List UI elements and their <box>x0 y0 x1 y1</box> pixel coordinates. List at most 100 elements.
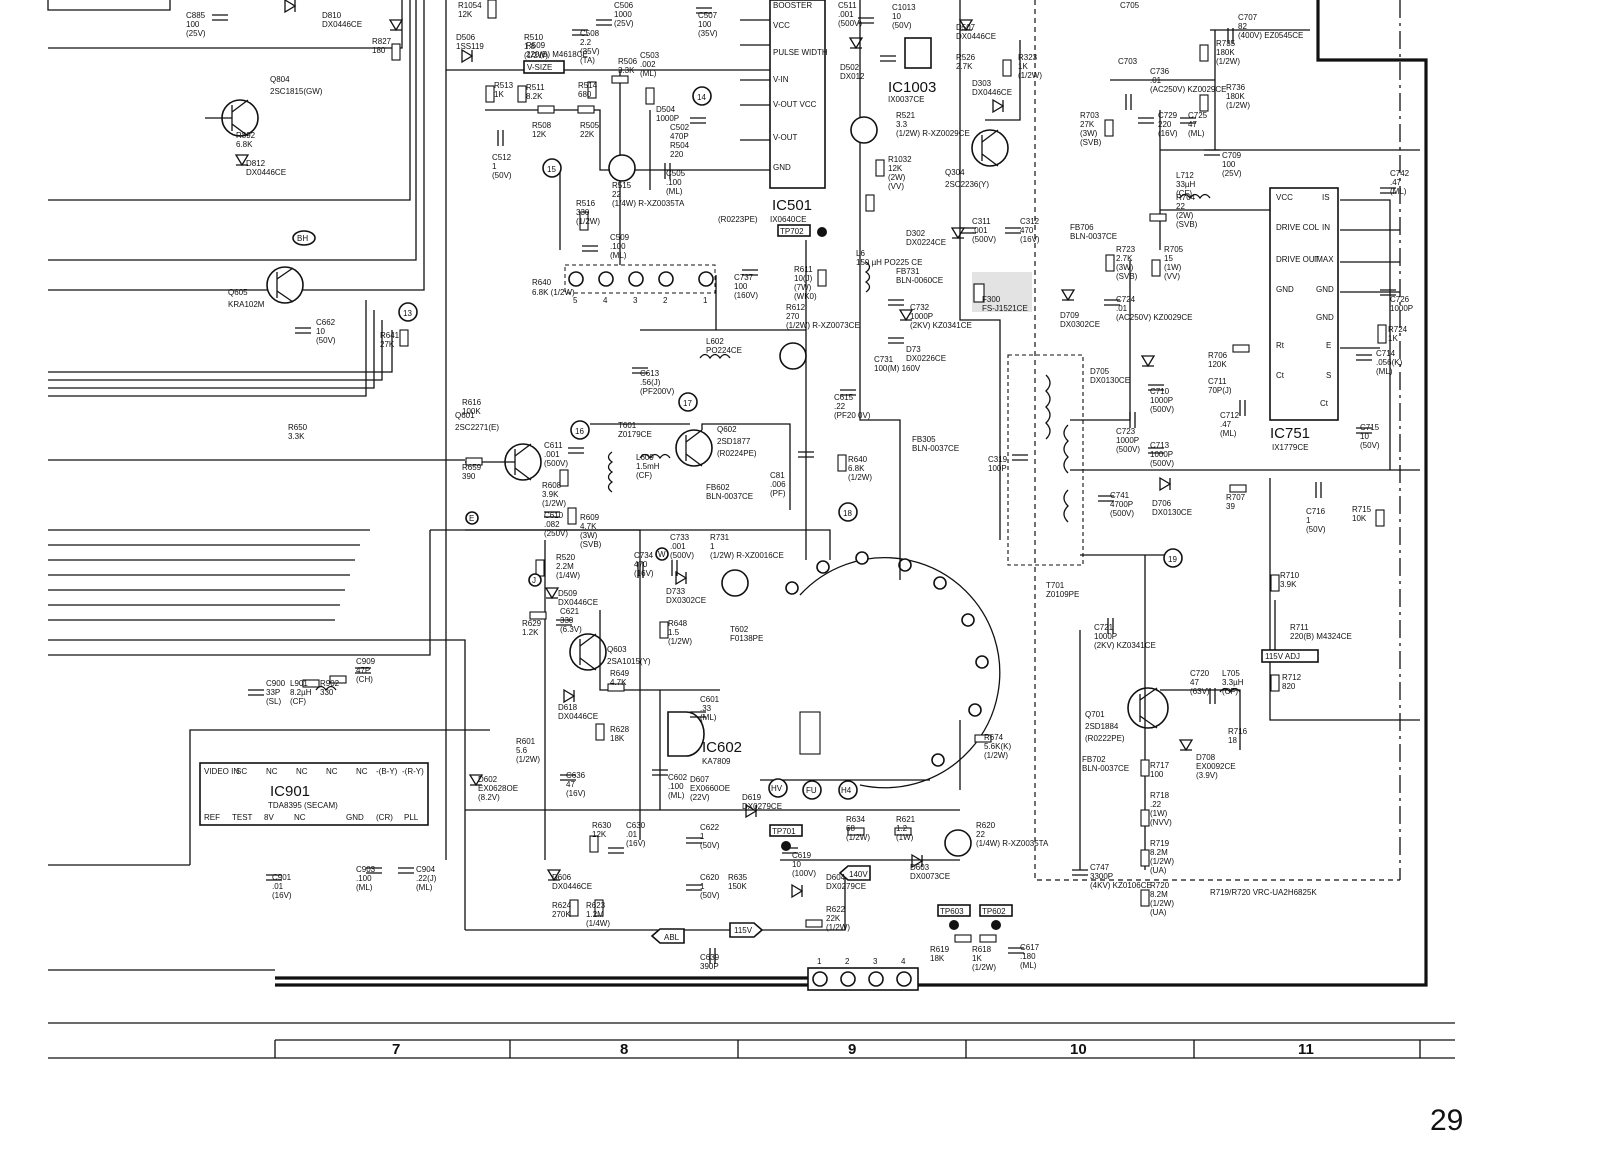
component-label-c619-value: (100V) <box>792 869 816 878</box>
component-label-d733-value: DX0302CE <box>666 596 706 605</box>
component-label-c312-value: 470 <box>1020 226 1034 235</box>
q605-part: KRA102M <box>228 300 265 309</box>
test-point-tp702: TP702 <box>780 227 804 236</box>
diodes <box>234 0 1194 899</box>
component-label-r719-value: (1/2W) <box>1150 857 1174 866</box>
component-label-c619-ref: C619 <box>792 851 812 860</box>
component-label-c602-ref: C602 <box>668 773 688 782</box>
ic901-pin-test: TEST <box>232 813 253 822</box>
component-label-r508-value: 12K <box>532 130 547 139</box>
component-label-t601-ref: T601 <box>618 421 637 430</box>
ic901-pin-cr: (CR) <box>376 813 393 822</box>
component-label-c622-value: 1 <box>700 832 705 841</box>
ic901-pin-nc-4: NC <box>356 767 368 776</box>
component-label-c712-ref: C712 <box>1220 411 1240 420</box>
component-label-c511-ref: C511 <box>838 1 857 10</box>
component-label-d607-ref: D607 <box>690 775 710 784</box>
component-label-c725-ref: C725 <box>1188 111 1208 120</box>
component-label-r1032-value: (2W) <box>888 173 906 182</box>
component-label-c736-ref: C736 <box>1150 67 1170 76</box>
component-label-r526-value: 2.7K <box>956 62 973 71</box>
component-label-r635-ref: R635 <box>728 873 748 882</box>
component-label-c724-value: (AC250V) KZ0029CE <box>1116 313 1192 322</box>
component-label-r649-ref: R649 <box>610 669 630 678</box>
component-label-c726-ref: C726 <box>1390 295 1410 304</box>
ref-circle-w: W <box>658 550 666 559</box>
component-label-r640-ref: R640 <box>848 455 868 464</box>
component-label-r630-ref: R630 <box>592 821 612 830</box>
component-label-r608-value: (1/2W) <box>542 499 566 508</box>
crt-terminals: HV FU H4 <box>768 778 858 800</box>
ic751: VCC DRIVE COL DRIVE OUT GND Rt Ct Ct IS … <box>1269 187 1339 452</box>
component-label-r618-value: 1K <box>972 954 982 963</box>
voltage-tag-140v: 140V <box>849 870 868 879</box>
component-label-r723-value: 2.7K <box>1116 254 1133 263</box>
q603-ref: Q603 <box>607 645 627 654</box>
component-label-r620-ref: R620 <box>976 821 996 830</box>
component-label-d709-value: DX0302CE <box>1060 320 1100 329</box>
component-label-r724-value: 1K <box>1388 334 1398 343</box>
component-label-c747-ref: C747 <box>1090 863 1110 872</box>
component-label-fb731-value: BLN-0060CE <box>896 276 943 285</box>
component-label-r628-value: 18K <box>610 734 625 743</box>
component-label-c885-value: (25V) <box>186 29 206 38</box>
component-label-d607-value: (22V) <box>690 793 710 802</box>
component-label-l705-ref: L705 <box>1222 669 1240 678</box>
component-label-r608-value: 3.9K <box>542 490 559 499</box>
component-label-d604-value: DX0279CE <box>826 882 866 891</box>
component-label-c711-value: 70P(J) <box>1208 386 1232 395</box>
grid-column-7: 7 <box>392 1041 400 1058</box>
ic751-pin-drive-out: DRIVE OUT <box>1276 255 1320 264</box>
component-label-r735-ref: R735 <box>1216 39 1236 48</box>
component-label-c737-ref: C737 <box>734 273 754 282</box>
component-label-c509-value: .100 <box>610 242 626 251</box>
component-label-r703-ref: R703 <box>1080 111 1100 120</box>
component-label-r641-ref: R641 <box>380 331 400 340</box>
ic901-ref: IC901 <box>270 783 310 800</box>
component-label-r609-value: (3W) <box>580 531 598 540</box>
ref-circle-e: E <box>469 514 474 523</box>
component-label-d812-value: DX0446CE <box>246 168 286 177</box>
component-label-c713-value: 1000P <box>1150 450 1173 459</box>
component-label-c620-value: 1 <box>700 882 705 891</box>
p502-value: 6.8K (1/2W) <box>532 288 575 297</box>
component-label-d502-ref: D502 <box>840 63 860 72</box>
component-label-r720-value: (1/2W) <box>1150 899 1174 908</box>
capacitor-plates <box>212 7 1396 964</box>
component-label-c503-value: .002 <box>640 60 656 69</box>
component-label-r521-ref: R521 <box>896 111 916 120</box>
component-label-l705-value: 3.3µH <box>1222 678 1244 687</box>
q605-ref: Q605 <box>228 288 248 297</box>
component-label-t701-ref: T701 <box>1046 581 1065 590</box>
component-label-d618-value: DX0446CE <box>558 712 598 721</box>
ic751-pin-rt: Rt <box>1276 341 1285 350</box>
crt-terminal-hv: HV <box>771 784 783 793</box>
component-label-d509-ref: D509 <box>558 589 578 598</box>
component-label-l609-value: (CF) <box>636 471 652 480</box>
p502-pin-4: 4 <box>603 296 608 305</box>
component-label-l6-ref: L6 <box>856 249 865 258</box>
component-label-r621-value: 1.2 <box>896 824 908 833</box>
component-label-r716-ref: R716 <box>1228 727 1248 736</box>
component-label-fb702-value: BLN-0037CE <box>1082 764 1129 773</box>
component-label-r616-value: 100K <box>462 407 481 416</box>
component-label-d706-value: DX0130CE <box>1152 508 1192 517</box>
component-label-c505-value: (ML) <box>666 187 683 196</box>
component-label-c736-value: (AC250V) KZ0029CE <box>1150 85 1226 94</box>
component-label-r1032-ref: R1032 <box>888 155 912 164</box>
component-label-d509-value: DX0446CE <box>558 598 598 607</box>
component-label-c903-ref: C903 <box>356 865 376 874</box>
component-label-r609-value: 4.7K <box>580 522 597 531</box>
p502-ref: R640 <box>532 278 552 287</box>
component-labels: C885100(25V)D810DX0446CER827180R8926.8KD… <box>186 1 1413 972</box>
ic901-pin-pll: PLL <box>404 813 419 822</box>
component-label-f300-value: FS-J1521CE <box>982 304 1028 313</box>
component-label-c731-value: 100(M) 160V <box>874 364 921 373</box>
component-label-r712-value: 820 <box>1282 682 1296 691</box>
component-label-c721-ref: C721 <box>1094 623 1114 632</box>
component-label-d502-value: DX012 <box>840 72 865 81</box>
component-label-c506-value: 1000 <box>614 10 632 19</box>
ref-circle-j: J <box>532 576 536 585</box>
component-label-c613-value: (PF200V) <box>640 387 675 396</box>
component-label-c737-value: 100 <box>734 282 748 291</box>
